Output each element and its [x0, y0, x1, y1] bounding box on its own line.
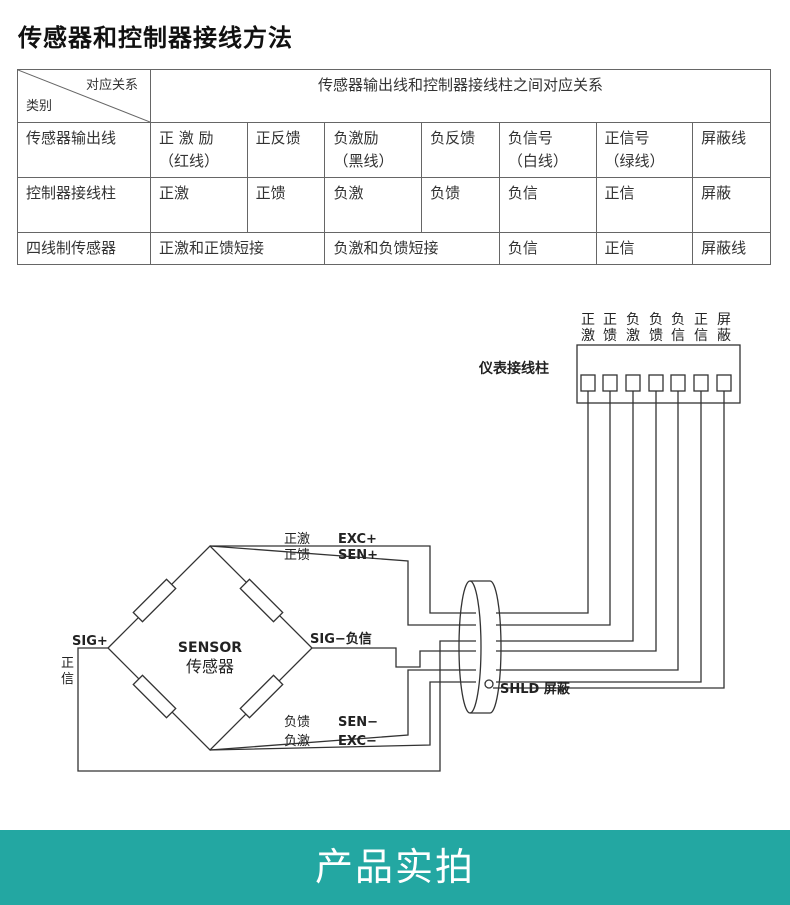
cell-main: 负激励: [333, 129, 379, 147]
table-cell: 正信: [595, 177, 694, 233]
wire-label-exc-minus: EXC−: [338, 734, 377, 749]
row-label: 控制器接线柱: [17, 177, 151, 233]
cell-sub: （黑线）: [333, 152, 394, 170]
terminal-label-bottom: 信: [694, 328, 708, 344]
table-cell: 正馈: [246, 177, 326, 233]
table-row: 四线制传感器 正激和正馈短接 负激和负馈短接 负信 正信 屏蔽线: [17, 232, 771, 265]
sig-plus-label: SIG+: [72, 634, 108, 649]
table-cell: 负信: [498, 232, 597, 265]
sensor-label-cn: 传感器: [186, 657, 234, 676]
wire-label-exc-plus: EXC+: [338, 532, 377, 547]
terminal-label-top: 正: [581, 312, 595, 328]
terminal-labels: 正 激 正 馈 负 激 负 馈 负 信 正 信 屏 蔽: [581, 312, 731, 344]
wire-label-sen-minus-cn: 负馈: [284, 715, 310, 730]
table-cell: 正信: [595, 232, 694, 265]
table-row: 传感器输出线 正 激 励 （红线） 正反馈 负激励 （黑线） 负反馈 负信号 （白线）…: [17, 122, 771, 178]
wiring-diagram: 正 激 正 馈 负 激 负 馈 负 信 正 信 屏 蔽 仪表接线柱 SENSOR…: [61, 312, 741, 772]
wire-label-sen-plus: SEN+: [338, 548, 378, 563]
terminal-label-top: 正: [694, 312, 708, 328]
cable-ring-back: [458, 580, 482, 714]
table-cell: 正激: [150, 177, 248, 233]
table-cell: 负激: [324, 177, 423, 233]
bridge-resistors: [132, 578, 284, 719]
wiring-table: 对应关系 类别 传感器输出线和控制器接线柱之间对应关系 传感器输出线 正 激 励…: [17, 69, 771, 265]
sig-minus-label: SIG−负信: [310, 631, 372, 647]
shield-label: SHLD 屏蔽: [500, 681, 571, 697]
shield-terminal: [484, 679, 494, 689]
table-cell: 屏蔽: [692, 177, 771, 233]
page-title: 传感器和控制器接线方法: [18, 24, 293, 52]
table-cell: 正 激 励 （红线）: [150, 122, 248, 178]
corner-label-category: 类别: [26, 99, 53, 114]
terminal-screws: [580, 374, 732, 392]
sig-plus-side-label-2: 信: [61, 672, 74, 687]
table-header-title: 传感器输出线和控制器接线柱之间对应关系: [150, 69, 771, 123]
terminal-label-bottom: 馈: [603, 328, 617, 344]
terminal-label-bottom: 信: [671, 328, 685, 344]
cell-main: 负信号: [507, 129, 553, 147]
table-cell: 屏蔽线: [692, 232, 771, 265]
terminal-label-top: 屏: [717, 312, 731, 328]
wire-label-sen-plus-cn: 正馈: [284, 548, 310, 563]
cell-main: 正 激 励: [159, 129, 214, 147]
terminal-label-bottom: 激: [626, 327, 640, 344]
table-cell: 负激励 （黑线）: [324, 122, 423, 178]
cell-sub: （绿线）: [604, 152, 665, 170]
cell-main: 正信号: [604, 129, 650, 147]
table-header-row: 对应关系 类别 传感器输出线和控制器接线柱之间对应关系: [17, 69, 771, 123]
table-cell: 负馈: [421, 177, 500, 233]
cell-main: 正反馈: [255, 129, 301, 147]
sig-plus-side-label-1: 正: [61, 656, 74, 671]
cable-ring-front: [470, 580, 502, 714]
cell-sub: （白线）: [507, 152, 568, 170]
cell-main: 负反馈: [430, 129, 476, 147]
terminal-label-bottom: 激: [581, 327, 595, 344]
table-cell: 负激和负馈短接: [324, 232, 500, 265]
table-cell: 负信: [498, 177, 597, 233]
terminal-wires: [493, 391, 725, 689]
terminal-label-top: 负: [649, 312, 663, 328]
wire-label-exc-plus-cn: 正激: [284, 532, 310, 547]
cell-main: 屏蔽线: [701, 129, 747, 147]
table-cell: 正信号 （绿线）: [595, 122, 694, 178]
terminal-block: [576, 344, 741, 404]
table-cell: 负信号 （白线）: [498, 122, 597, 178]
table-cell: 屏蔽线: [692, 122, 771, 178]
table-row: 控制器接线柱 正激 正馈 负激 负馈 负信 正信 屏蔽: [17, 177, 771, 233]
wire-label-exc-minus-cn: 负激: [284, 734, 310, 749]
terminal-label-top: 负: [671, 312, 685, 328]
terminal-label-bottom: 馈: [649, 328, 663, 344]
corner-label-relation: 对应关系: [85, 78, 138, 93]
terminal-block-label: 仪表接线柱: [478, 360, 549, 377]
corner-diagonal: [18, 70, 150, 122]
row-label: 传感器输出线: [17, 122, 151, 178]
table-cell: 负反馈: [421, 122, 500, 178]
terminal-label-top: 负: [626, 312, 640, 328]
product-photo-banner: 产品实拍: [0, 830, 790, 905]
wire-labels: 正激 EXC+ 正馈 SEN+ 负馈 SEN− 负激 EXC− SIG+ SIG…: [61, 532, 571, 749]
table-cell: 正激和正馈短接: [149, 232, 326, 265]
table-cell: 正反馈: [246, 122, 326, 178]
wire-label-sen-minus: SEN−: [338, 715, 378, 730]
table-corner-cell: 对应关系 类别: [17, 69, 151, 123]
sensor-label-en: SENSOR: [178, 640, 242, 656]
terminal-label-top: 正: [603, 312, 617, 328]
bridge-wires: [77, 545, 476, 772]
terminal-label-bottom: 蔽: [717, 328, 731, 344]
row-label: 四线制传感器: [17, 232, 151, 265]
cell-sub: （红线）: [159, 152, 220, 170]
